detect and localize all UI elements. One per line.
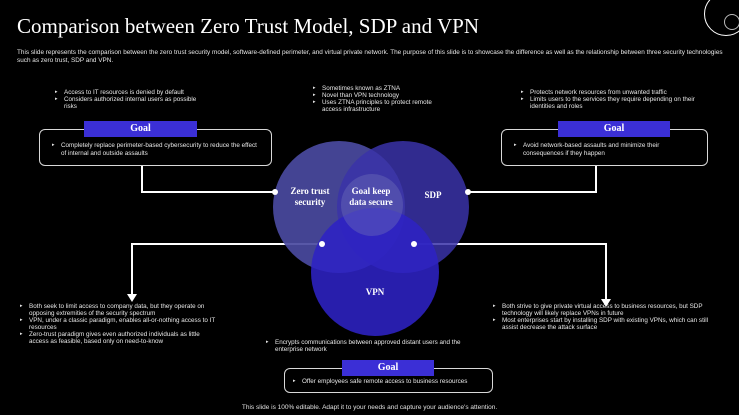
decorative-circle-large [704,0,739,36]
bottom-center-bullets: Encrypts communications between approved… [266,339,481,353]
venn-label-vpn: VPN [365,287,385,297]
goal-pill-bottom: Goal [342,360,434,376]
bullet-item: Novel than VPN technology [313,92,438,99]
top-left-bullets: Access to IT resources is denied by defa… [55,89,205,110]
bullet-item: Uses ZTNA principles to protect remote a… [313,99,438,113]
bottom-right-bullets: Both strive to give private virtual acce… [493,303,718,331]
bullet-item: Protects network resources from unwanted… [521,89,701,96]
venn-center-highlight [341,174,403,236]
bullet-item: Access to IT resources is denied by defa… [55,89,205,96]
bullet-item: Both seek to limit access to company dat… [20,303,220,317]
connector-left [141,165,275,193]
venn-circle-vpn [311,208,439,336]
page-title: Comparison between Zero Trust Model, SDP… [17,14,479,38]
venn-label-sdp: SDP [424,190,442,200]
connector-right [470,165,597,193]
goal-left-text: Completely replace perimeter-based cyber… [52,142,262,157]
bullet-item: Considers authorized internal users as p… [55,96,205,110]
bottom-left-bullets: Both seek to limit access to company dat… [20,303,220,345]
goal-pill-left: Goal [84,121,197,137]
top-center-bullets: Sometimes known as ZTNANovel than VPN te… [313,85,438,113]
venn-dot-right [465,189,471,195]
goal-bottom-text: Offer employees safe remote access to bu… [293,378,488,386]
goal-right-text: Avoid network-based assaults and minimiz… [514,142,699,157]
footer-note: This slide is 100% editable. Adapt it to… [241,404,498,411]
goal-box-left: Completely replace perimeter-based cyber… [39,129,272,166]
bullet-item: VPN, under a classic paradigm, enables a… [20,317,220,331]
venn-dot-bottom-left [319,241,325,247]
goal-box-bottom: Offer employees safe remote access to bu… [284,368,493,393]
arrow-bottom-left [127,294,137,302]
venn-dot-left [272,189,278,195]
bullet-item: Most enterprises start by installing SDP… [493,317,718,331]
decorative-circle-small [724,14,739,30]
connector-bottom-right [414,243,607,300]
venn-label-zero-trust: Zero trust security [290,186,330,207]
bullet-item: Limits users to the services they requir… [521,96,701,110]
top-right-bullets: Protects network resources from unwanted… [521,89,701,110]
page-subtitle: This slide represents the comparison bet… [17,49,723,64]
bullet-item: Sometimes known as ZTNA [313,85,438,92]
bullet-item: Both strive to give private virtual acce… [493,303,718,317]
bullet-item: Zero-trust paradigm gives even authorize… [20,331,220,345]
goal-pill-right: Goal [558,121,670,137]
connector-bottom-left [131,243,320,295]
venn-dot-bottom-right [411,241,417,247]
venn-label-center-goal: Goal keep data secure [349,186,393,207]
bullet-item: Encrypts communications between approved… [266,339,481,353]
